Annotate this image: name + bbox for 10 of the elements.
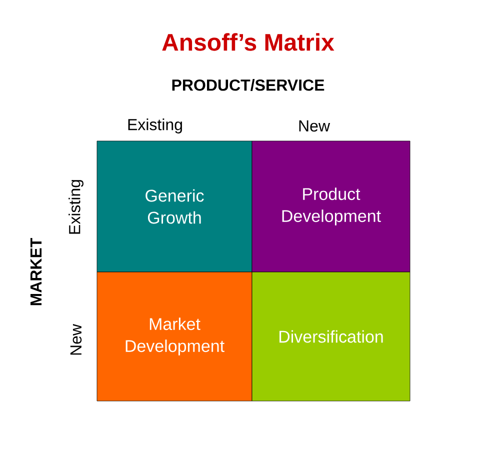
- column-header: New: [299, 120, 330, 132]
- matrix-cell: Market Development: [96, 272, 252, 402]
- axis-title: PRODUCT/SERVICE: [172, 79, 324, 91]
- title: Ansoff’s Matrix: [162, 33, 334, 51]
- matrix-cell: Product Development: [252, 140, 410, 272]
- matrix-cell: Diversification: [252, 272, 410, 402]
- row-header: Existing: [68, 180, 84, 234]
- axis-title: MARKET: [30, 238, 42, 306]
- matrix-cell: Generic Growth: [96, 140, 252, 272]
- row-header: New: [70, 324, 82, 355]
